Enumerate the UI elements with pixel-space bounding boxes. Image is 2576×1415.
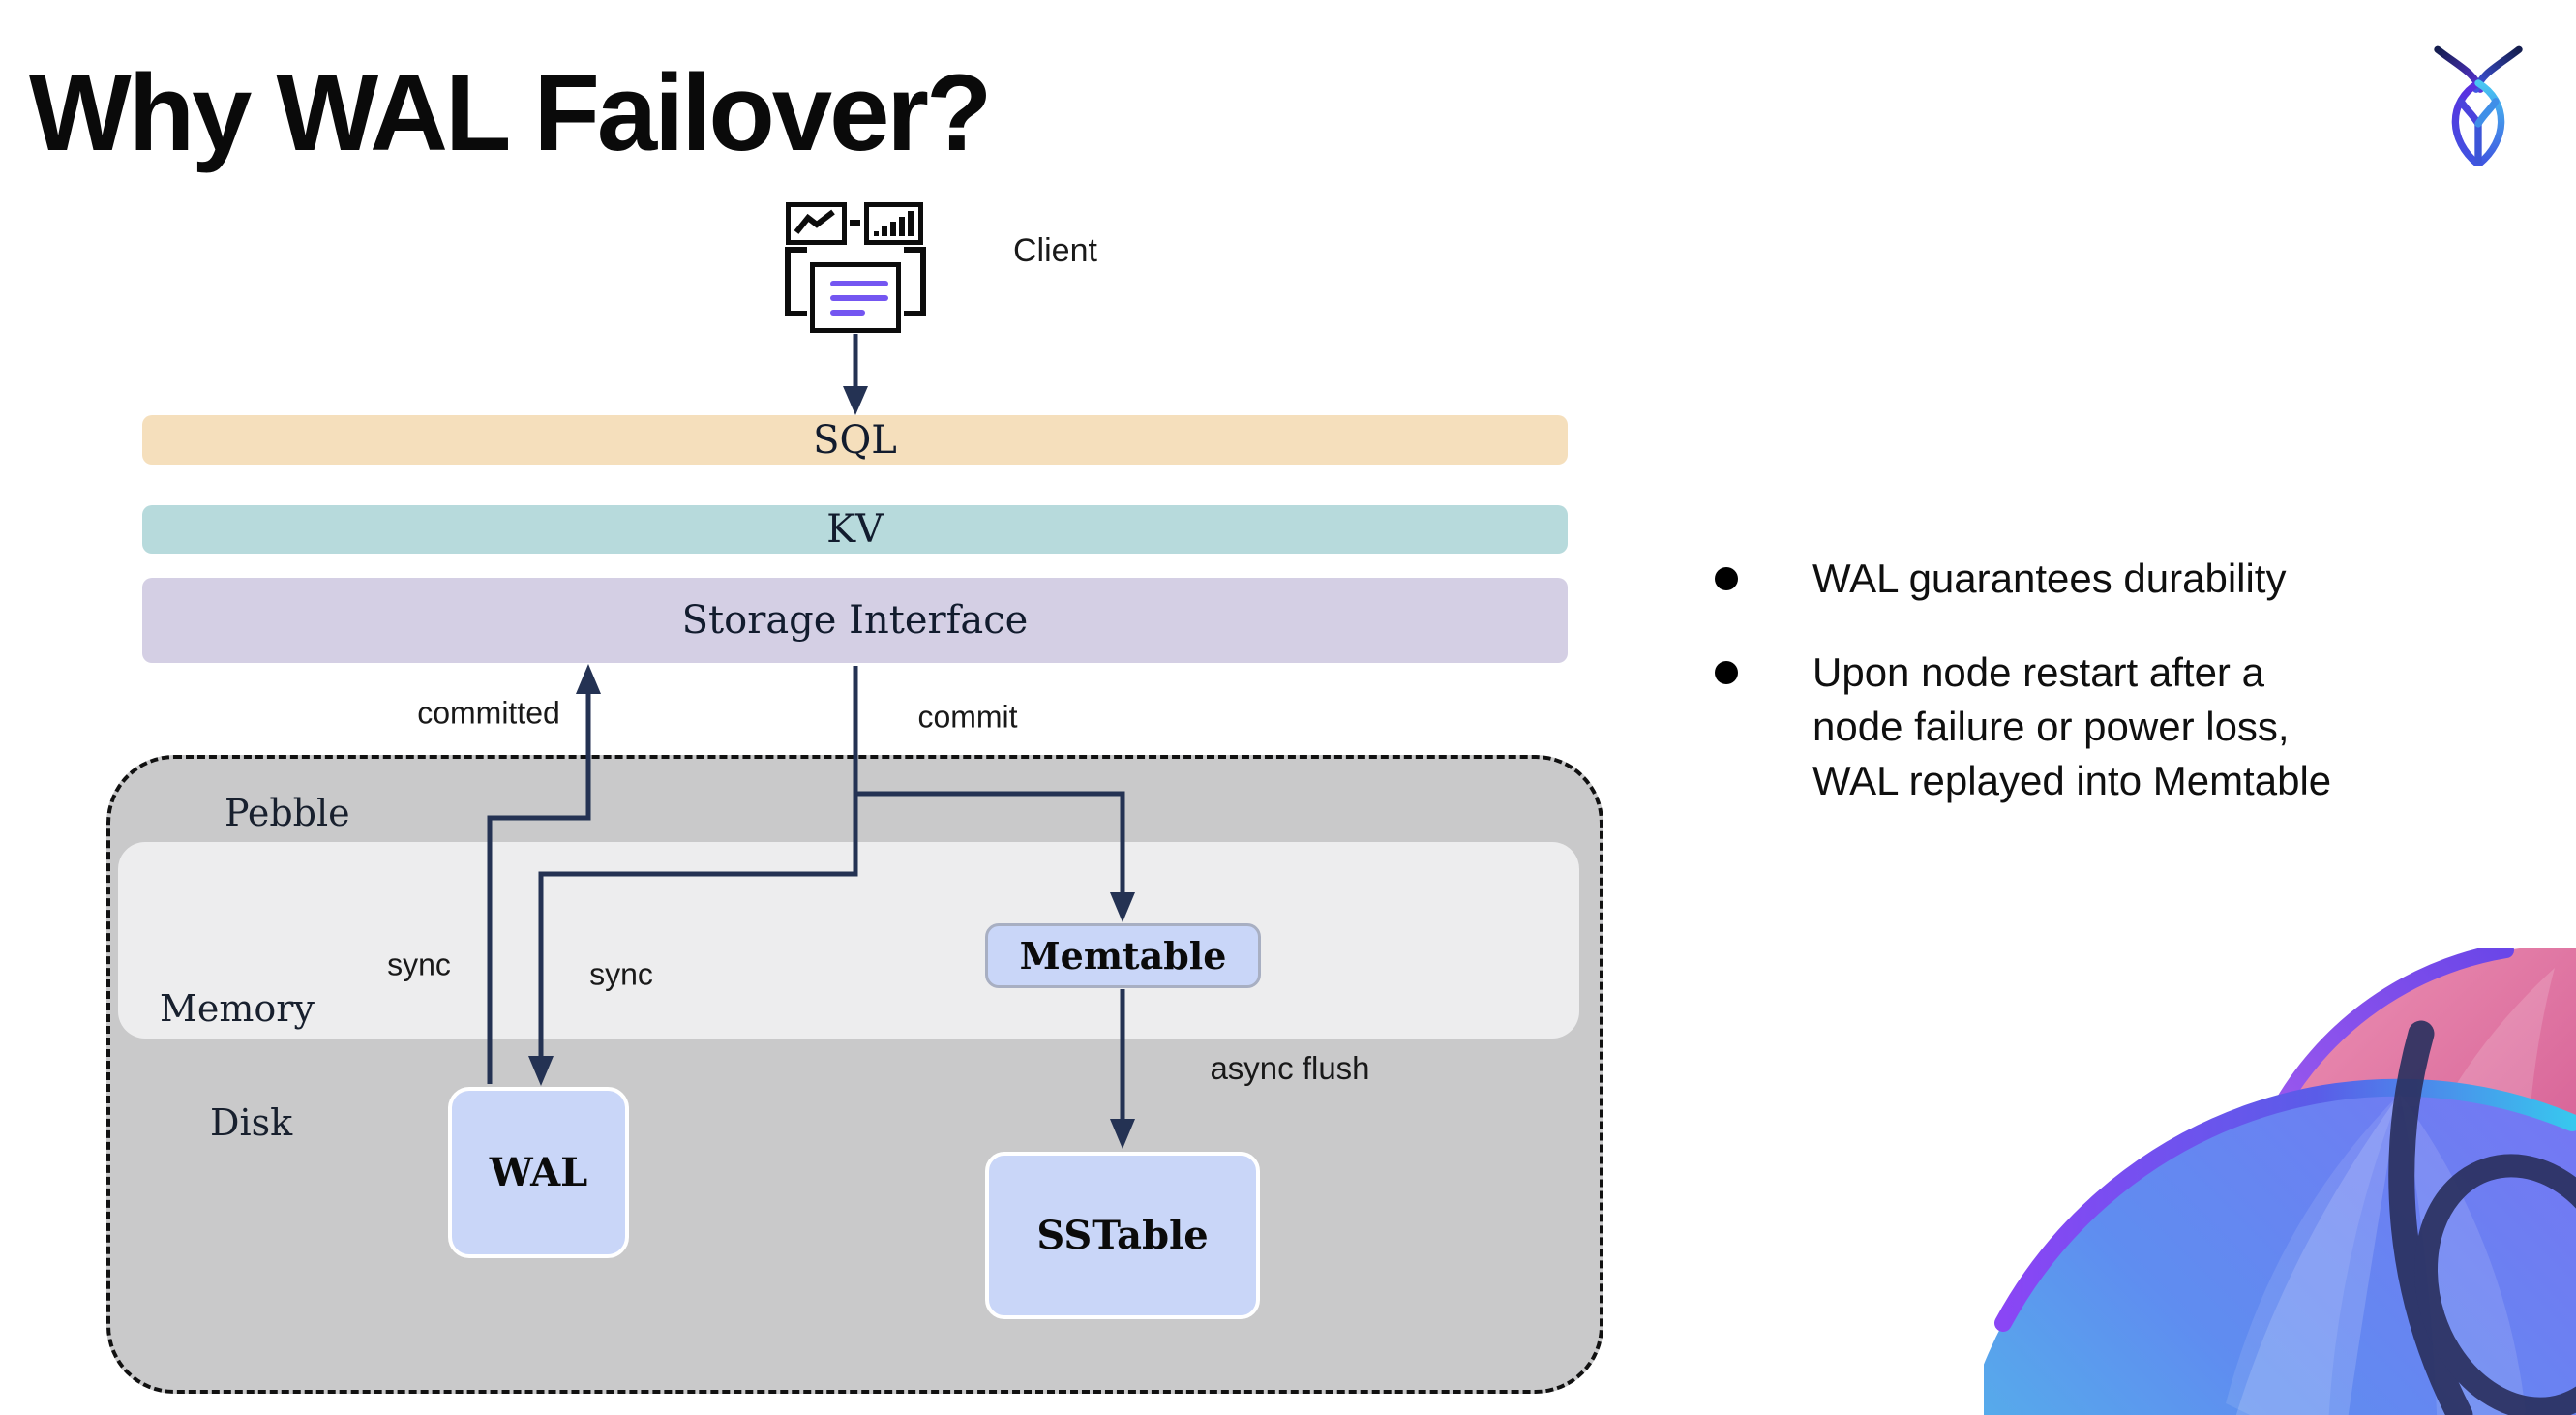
bullet-text: Upon node restart after a node failure o… bbox=[1812, 649, 2332, 803]
list-item: WAL guarantees durability bbox=[1703, 552, 2477, 606]
layer-storage-interface: Storage Interface bbox=[142, 578, 1568, 663]
page-title: Why WAL Failover? bbox=[29, 52, 992, 173]
layer-sql: SQL bbox=[142, 415, 1568, 465]
layer-storage-interface-label: Storage Interface bbox=[681, 598, 1029, 643]
wal-node-label: WAL bbox=[489, 1150, 588, 1195]
pebble-label: Pebble bbox=[225, 792, 350, 834]
disk-label: Disk bbox=[210, 1101, 293, 1144]
arrowhead-sql bbox=[843, 386, 868, 415]
async-flush-label: async flush bbox=[1210, 1050, 1370, 1086]
commit-label: commit bbox=[917, 699, 1018, 735]
wal-node: WAL bbox=[448, 1087, 629, 1258]
layer-sql-label: SQL bbox=[813, 417, 897, 463]
document-icon bbox=[810, 262, 901, 333]
memory-label: Memory bbox=[160, 987, 315, 1030]
bullet-dot-icon bbox=[1715, 661, 1738, 684]
cockroach-logo-icon bbox=[2434, 45, 2523, 166]
sync-label-right: sync bbox=[589, 956, 653, 992]
chart-bars-icon bbox=[864, 202, 923, 245]
sync-label-left: sync bbox=[387, 947, 451, 982]
layer-kv-label: KV bbox=[826, 507, 884, 552]
chart-line-icon bbox=[786, 202, 847, 245]
brand-art-graphic bbox=[1984, 948, 2576, 1415]
arrowhead-committed bbox=[576, 664, 601, 694]
memtable-node: Memtable bbox=[985, 923, 1261, 988]
icon-dash bbox=[850, 220, 860, 226]
memory-band bbox=[118, 842, 1579, 1039]
committed-label: committed bbox=[417, 695, 560, 731]
layer-kv: KV bbox=[142, 505, 1568, 554]
bullet-dot-icon bbox=[1715, 567, 1738, 590]
client-label: Client bbox=[1013, 232, 1097, 269]
sstable-node-label: SSTable bbox=[1036, 1213, 1209, 1258]
memtable-node-label: Memtable bbox=[1019, 934, 1227, 978]
bullet-text: WAL guarantees durability bbox=[1812, 556, 2287, 601]
bracket-right-icon bbox=[904, 247, 926, 316]
sstable-node: SSTable bbox=[985, 1152, 1260, 1319]
bracket-left-icon bbox=[785, 247, 807, 316]
bullet-list: WAL guarantees durability Upon node rest… bbox=[1703, 552, 2477, 848]
list-item: Upon node restart after a node failure o… bbox=[1703, 646, 2477, 808]
